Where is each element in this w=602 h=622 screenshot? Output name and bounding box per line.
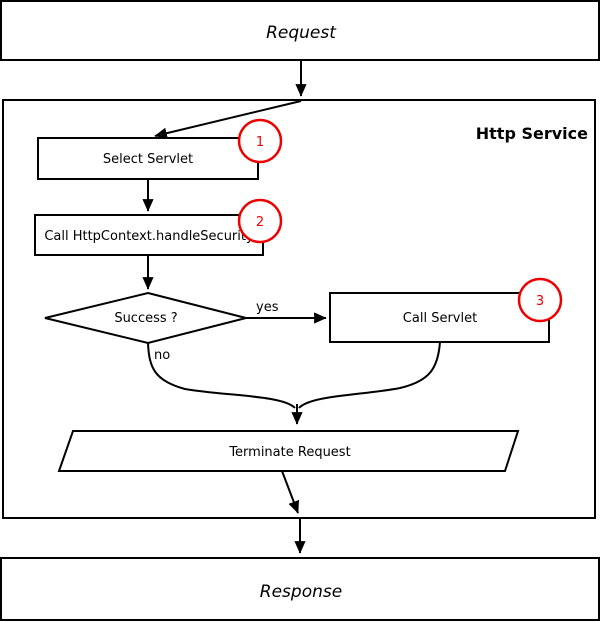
yes-edge-label: yes — [256, 300, 279, 315]
select-servlet-label: Select Servlet — [103, 152, 193, 167]
http-service-title: Http Service — [476, 124, 588, 143]
http-service-container — [2, 99, 596, 519]
success-decision-label: Success ? — [114, 311, 177, 326]
call-servlet-box — [329, 292, 550, 343]
badge-circle-3 — [517, 277, 563, 323]
terminate-request-label: Terminate Request — [228, 445, 350, 460]
arrow-entry-to-select-servlet — [154, 100, 302, 139]
badge-3: 3 — [536, 294, 544, 309]
no-edge-label: no — [154, 348, 170, 363]
handle-security-label: Call HttpContext.handleSecurity — [44, 229, 254, 244]
badge-2: 2 — [256, 215, 264, 230]
curve-servlet-to-merge — [298, 341, 441, 409]
curve-no-to-merge — [147, 342, 296, 409]
terminate-request-parallelogram — [57, 430, 520, 472]
response-box — [0, 557, 600, 621]
request-box — [0, 0, 600, 61]
request-label: Request — [266, 23, 337, 43]
badge-circle-2 — [237, 198, 283, 244]
arrow-terminate-to-service-edge — [281, 470, 299, 514]
call-servlet-label: Call Servlet — [403, 311, 477, 326]
badge-circle-1 — [237, 118, 283, 164]
badge-1: 1 — [256, 135, 264, 150]
response-label: Response — [260, 582, 342, 602]
